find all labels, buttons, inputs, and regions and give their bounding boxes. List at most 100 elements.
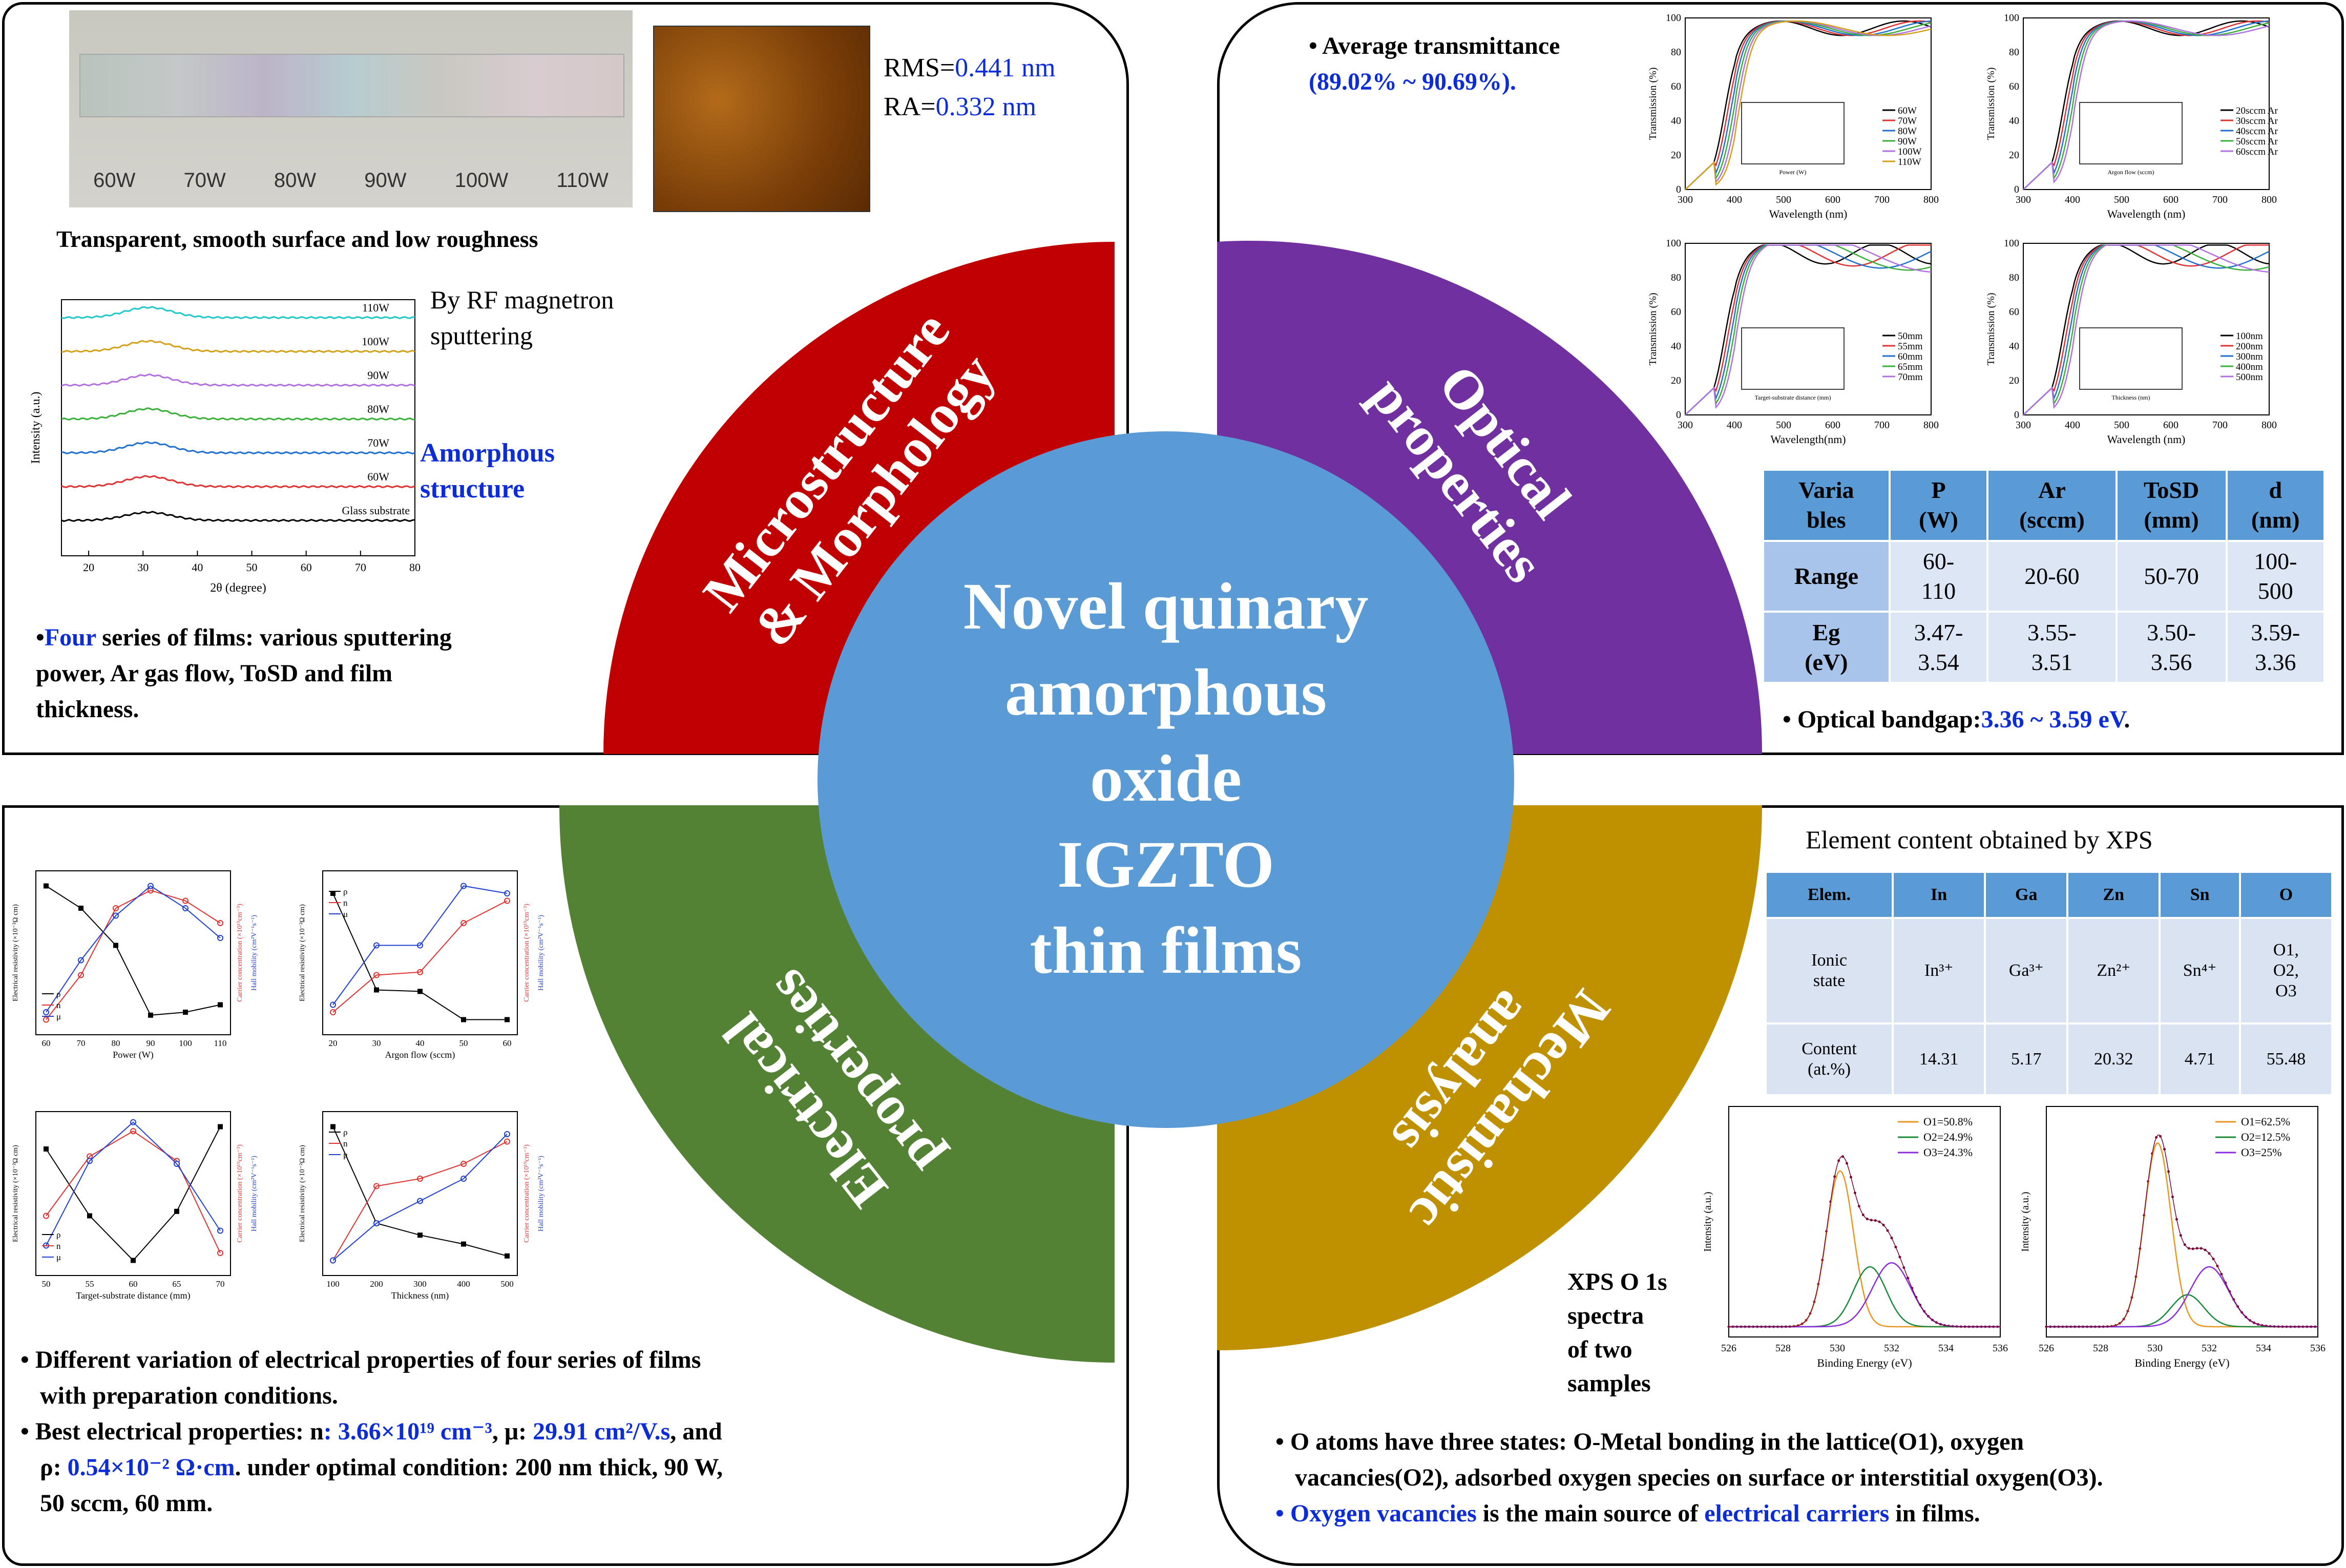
center-circle: [818, 431, 1514, 1128]
electrical-xtick: 100: [326, 1279, 340, 1289]
electrical-xtick: 500: [500, 1279, 514, 1289]
transmission-curve: [2023, 244, 2270, 415]
xps-table: Elem. In Ga Zn Sn O Ionic state In³⁺ Ga³…: [1764, 871, 2334, 1097]
transmission-legend: 90W: [1898, 136, 1917, 147]
transmission-ytick: 100: [1666, 12, 1681, 24]
electrical-xlabel: Argon flow (sccm): [385, 1050, 455, 1060]
transmission-ytick: 80: [2009, 47, 2019, 58]
electrical-legend: μ: [343, 909, 348, 919]
xps-legend: O3=25%: [2241, 1146, 2282, 1159]
electrical-bullets: • Different variation of electrical prop…: [20, 1346, 723, 1517]
electrical-legend: ρ: [56, 989, 60, 999]
transmission-curve: [2023, 244, 2269, 415]
transmission-ytick: 40: [2009, 341, 2019, 352]
electrical-xtick: 70: [77, 1038, 86, 1048]
transmission-ytick: 40: [2009, 115, 2019, 127]
transmission-legend: 500nm: [2236, 372, 2263, 383]
electrical-xtick: 60: [129, 1279, 138, 1289]
electrical-ylabel: Electrical resistivity (×10⁻²Ω cm): [299, 1145, 306, 1242]
transmission-xtick: 500: [2114, 420, 2129, 431]
avg-transmittance: • Average transmittance (89.02% ~ 90.69%…: [1309, 32, 1560, 95]
transmission-ytick: 80: [1671, 272, 1681, 283]
transmission-ytick: 0: [2014, 184, 2019, 195]
transmission-xtick: 700: [1874, 420, 1890, 431]
transmission-xlabel: Wavelength (nm): [2107, 433, 2186, 446]
electrical-legend: μ: [56, 1252, 61, 1262]
electrical-line: [46, 885, 221, 1016]
transmission-curve: [2023, 244, 2270, 415]
transmission-ytick: 100: [1666, 238, 1681, 249]
photo-label: 100W: [454, 169, 509, 192]
electrical-line: [332, 885, 508, 1006]
electrical-xtick: 60: [42, 1038, 51, 1048]
transmission-xlabel: Wavelength (nm): [2107, 207, 2186, 220]
transmission-xtick: 600: [2163, 420, 2179, 431]
electrical-xtick: 60: [503, 1038, 512, 1048]
electrical-yright2: Hall mobility (cm²V⁻¹s⁻¹): [250, 915, 258, 991]
electrical-xtick: 40: [416, 1038, 425, 1048]
xrd-curve: [61, 511, 415, 522]
transmission-ytick: 60: [2009, 306, 2019, 318]
xps-xlabel: Binding Energy (eV): [1817, 1356, 1912, 1369]
xrd-curve: [61, 373, 415, 387]
transmission-xtick: 700: [2212, 420, 2228, 431]
transmission-xtick: 800: [1923, 194, 1939, 205]
xps-table-title: Element content obtained by XPS: [1806, 825, 2153, 854]
transmission-legend: 65mm: [1898, 362, 1923, 372]
transmission-ytick: 20: [1671, 375, 1681, 386]
transmission-ytick: 20: [2009, 150, 2019, 161]
electrical-line: [46, 1131, 221, 1253]
transmission-xtick: 300: [2016, 420, 2031, 431]
inset-xlabel: Argon flow (sccm): [2107, 169, 2154, 176]
xrd-ylabel: Intensity (a.u.): [29, 392, 43, 464]
transmission-xtick: 600: [1825, 194, 1840, 205]
transmission-ytick: 40: [1671, 115, 1681, 127]
transmission-curve: [1685, 20, 1932, 190]
electrical-yright: Carrier concentration (×10¹⁹cm⁻³): [236, 1144, 244, 1243]
transmission-curve: [2023, 20, 2270, 190]
micro-bullet: •Four series of films: various sputterin…: [36, 624, 452, 723]
transmission-legend: 300nm: [2236, 351, 2263, 362]
transmission-xtick: 300: [1678, 420, 1693, 431]
transmission-xtick: 700: [1874, 194, 1890, 205]
xrd-tick: 50: [246, 561, 258, 574]
xps-xtick: 526: [1721, 1343, 1736, 1354]
transmission-xtick: 300: [2016, 194, 2031, 205]
electrical-yright: Carrier concentration (×10¹⁹cm⁻³): [236, 904, 244, 1002]
transmission-curve: [1685, 20, 1932, 190]
transmission-legend: 100nm: [2236, 331, 2263, 342]
xps-xtick: 534: [1938, 1343, 1954, 1354]
transmission-xtick: 800: [2261, 420, 2277, 431]
bandgap-table: Varia bles P (W) Ar (sccm) ToSD (mm) d (…: [1762, 469, 2326, 684]
electrical-xtick: 65: [173, 1279, 181, 1289]
electrical-legend: n: [56, 1241, 61, 1251]
electrical-line: [46, 1121, 221, 1246]
electrical-ylabel: Electrical resistivity (×10⁻²Ω cm): [299, 904, 306, 1001]
transmission-curve: [1685, 20, 1932, 190]
xrd-curve-label: 80W: [367, 403, 389, 415]
transmission-curve: [1685, 244, 1931, 415]
xrd-curve: [61, 441, 415, 455]
xrd-curve: [61, 340, 415, 353]
transmission-curve: [1685, 20, 1932, 190]
xrd-curve: [61, 475, 415, 489]
transmission-legend: 110W: [1898, 157, 1921, 168]
photo-label: 80W: [274, 169, 317, 192]
transmission-ytick: 80: [1671, 47, 1681, 58]
transmission-curve: [1685, 244, 1932, 415]
transmission-xtick: 500: [1776, 420, 1791, 431]
transmission-legend: 60W: [1898, 106, 1917, 116]
xps-legend: O2=24.9%: [1923, 1131, 1973, 1143]
transmission-ytick: 20: [1671, 150, 1681, 161]
xrd-tick: 20: [83, 561, 94, 574]
transmission-ylabel: Transmission (%): [1647, 292, 1659, 365]
transmission-legend: 30sccm Ar: [2236, 116, 2278, 127]
xps-caption: XPS O 1s spectra of two samples: [1567, 1268, 1667, 1397]
xrd-tick: 80: [409, 561, 421, 574]
